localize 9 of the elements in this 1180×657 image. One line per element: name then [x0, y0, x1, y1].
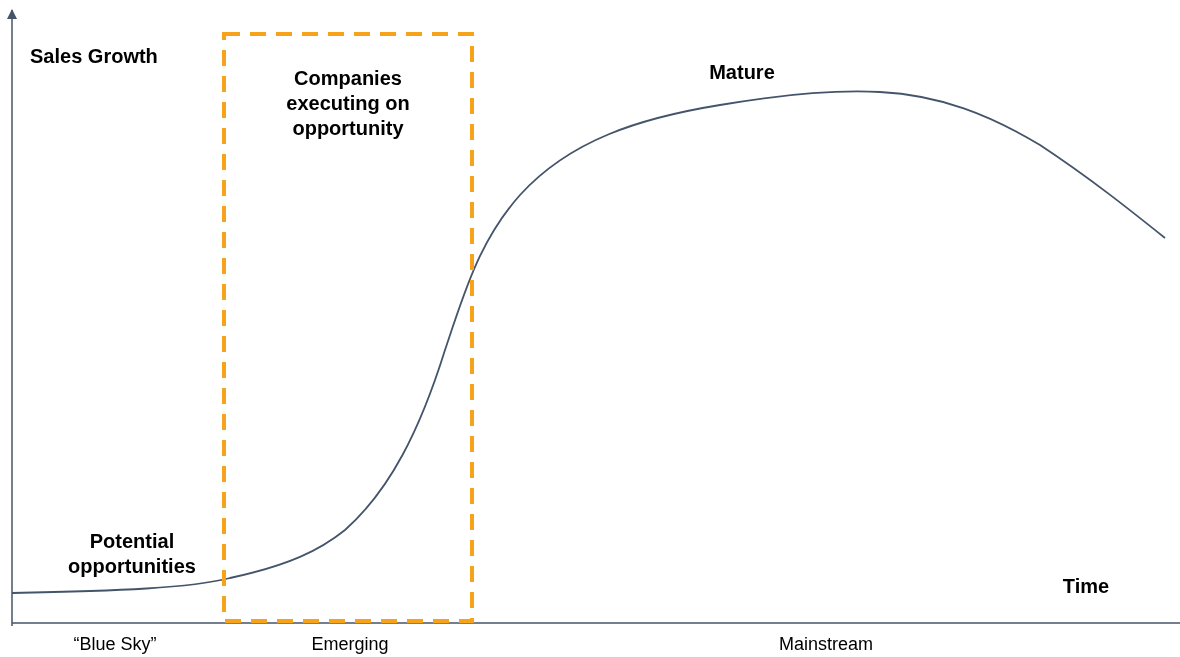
frame-heading: Companies executing on opportunity	[285, 66, 411, 141]
stage-label: Potential opportunities	[67, 529, 197, 579]
stage-label: Mature	[708, 60, 776, 85]
axis-title: Sales Growth	[30, 44, 159, 69]
phase-label: Mainstream	[778, 633, 874, 656]
phase-label: Emerging	[310, 633, 390, 656]
phase-label: “Blue Sky”	[72, 633, 158, 656]
highlight-frame	[222, 32, 474, 623]
axis-title: Time	[1061, 574, 1111, 599]
